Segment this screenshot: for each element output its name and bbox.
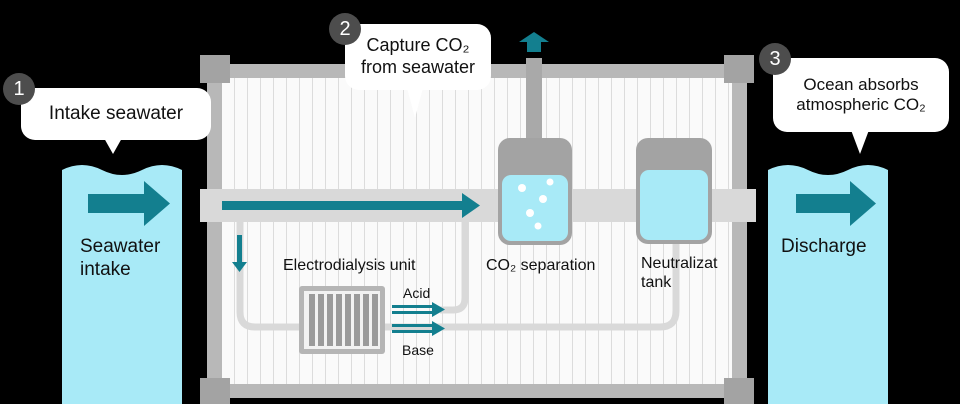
frame-left-post bbox=[207, 64, 222, 398]
callout-capture: Capture CO₂ from seawater bbox=[345, 24, 491, 90]
neutralization-label-clip: Neutralizat tank bbox=[641, 254, 732, 298]
discharge-water bbox=[768, 165, 888, 404]
bypass-pipe bbox=[236, 222, 305, 331]
vent-stack bbox=[526, 58, 542, 142]
step-badge-3: 3 bbox=[759, 43, 791, 75]
frame-bottom-beam bbox=[222, 384, 732, 398]
callout-intake-tail bbox=[104, 138, 122, 154]
down-flow-arrow bbox=[232, 235, 247, 272]
co2-bubble bbox=[518, 184, 526, 192]
step-badge-2: 2 bbox=[329, 13, 361, 45]
callout-capture-tail bbox=[407, 88, 423, 118]
co2-output-arrow bbox=[519, 32, 549, 52]
acid-label: Acid bbox=[403, 285, 431, 301]
discharge-label: Discharge bbox=[781, 236, 867, 257]
frame-corner-tr bbox=[724, 55, 754, 83]
neutralization-label: Neutralizat tank bbox=[641, 255, 718, 292]
base-pipe bbox=[385, 236, 680, 331]
electrodialysis-unit bbox=[299, 286, 385, 354]
main-flow-arrow bbox=[222, 193, 480, 218]
acid-arrow bbox=[392, 302, 445, 317]
callout-ocean: Ocean absorbs atmospheric CO₂ bbox=[773, 58, 949, 132]
co2-bubble bbox=[534, 222, 542, 230]
co2-separation-tank bbox=[498, 138, 572, 245]
neutralization-tank bbox=[636, 138, 712, 244]
step-badge-1: 1 bbox=[3, 73, 35, 105]
co2-separation-label: CO₂ separation bbox=[486, 257, 596, 274]
callout-intake-text: Intake seawater bbox=[48, 102, 184, 124]
callout-intake: Intake seawater bbox=[21, 88, 211, 140]
acid-return-pipe bbox=[440, 222, 469, 314]
base-arrow bbox=[392, 321, 445, 336]
co2-bubble bbox=[539, 195, 547, 203]
callout-ocean-tail bbox=[851, 130, 869, 154]
intake-label: Seawater intake bbox=[80, 236, 161, 280]
frame-corner-bl bbox=[200, 378, 230, 404]
electrodialysis-label: Electrodialysis unit bbox=[283, 257, 416, 274]
callout-ocean-text: Ocean absorbs atmospheric CO₂ bbox=[796, 74, 926, 114]
frame-corner-br bbox=[724, 378, 754, 404]
intake-water bbox=[62, 165, 182, 404]
co2-bubble bbox=[526, 209, 534, 217]
co2-bubble bbox=[546, 178, 554, 186]
base-label: Base bbox=[402, 342, 434, 358]
frame-right-post bbox=[732, 64, 747, 398]
frame-corner-tl bbox=[200, 55, 230, 83]
callout-capture-text: Capture CO₂ from seawater bbox=[360, 35, 476, 77]
